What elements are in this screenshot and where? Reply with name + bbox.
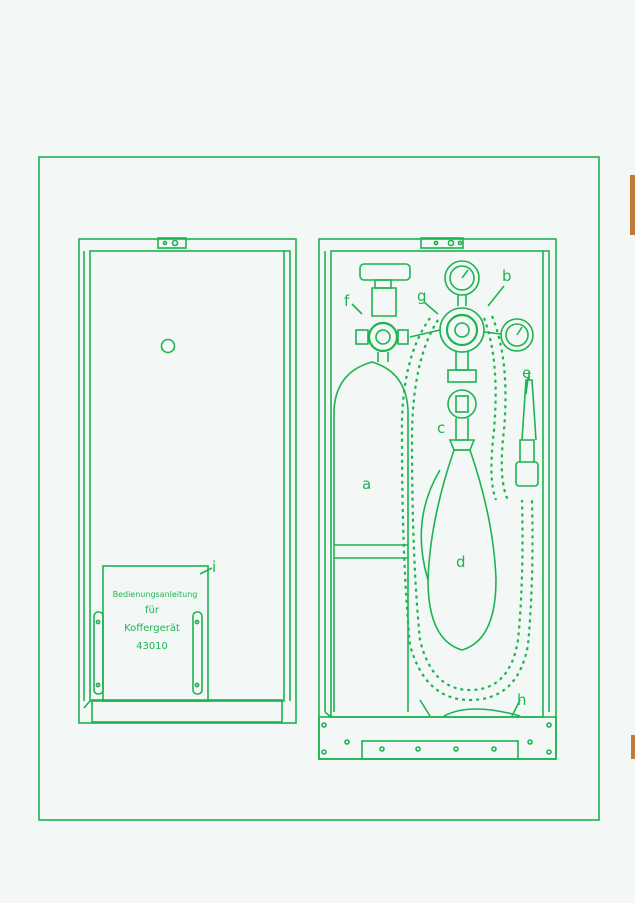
corrugated-hose	[400, 315, 534, 702]
label-f: f	[344, 292, 350, 310]
card-line-3: Koffergerät	[124, 623, 180, 634]
outer-frame	[38, 156, 600, 821]
label-b: b	[502, 267, 512, 285]
label-h: h	[517, 691, 527, 709]
bottom-fitting	[443, 708, 521, 717]
label-e: e	[522, 364, 531, 382]
breathing-bag	[427, 449, 497, 651]
label-g: g	[417, 287, 427, 305]
gas-cylinder	[333, 361, 409, 712]
cylinder-valve	[355, 263, 411, 362]
card-line-4: 43010	[136, 641, 168, 652]
pressure-gauge-side	[500, 318, 534, 352]
mask-connector	[515, 372, 539, 487]
paper-stains	[630, 175, 635, 759]
pressure-gauge-top	[444, 260, 480, 306]
label-c: c	[437, 419, 445, 437]
case-lid: Bedienungsanleitung für Koffergerät 4301…	[78, 237, 297, 724]
valve-body	[447, 369, 477, 451]
rail-screws	[321, 722, 552, 755]
label-a: a	[362, 475, 371, 493]
label-d: d	[456, 553, 466, 571]
case-body: a b c d e f g h	[318, 237, 557, 760]
card-line-2: für	[145, 605, 160, 616]
card-line-1: Bedienungsanleitung	[113, 590, 198, 599]
pressure-regulator	[409, 307, 502, 371]
label-i: i	[212, 558, 216, 576]
